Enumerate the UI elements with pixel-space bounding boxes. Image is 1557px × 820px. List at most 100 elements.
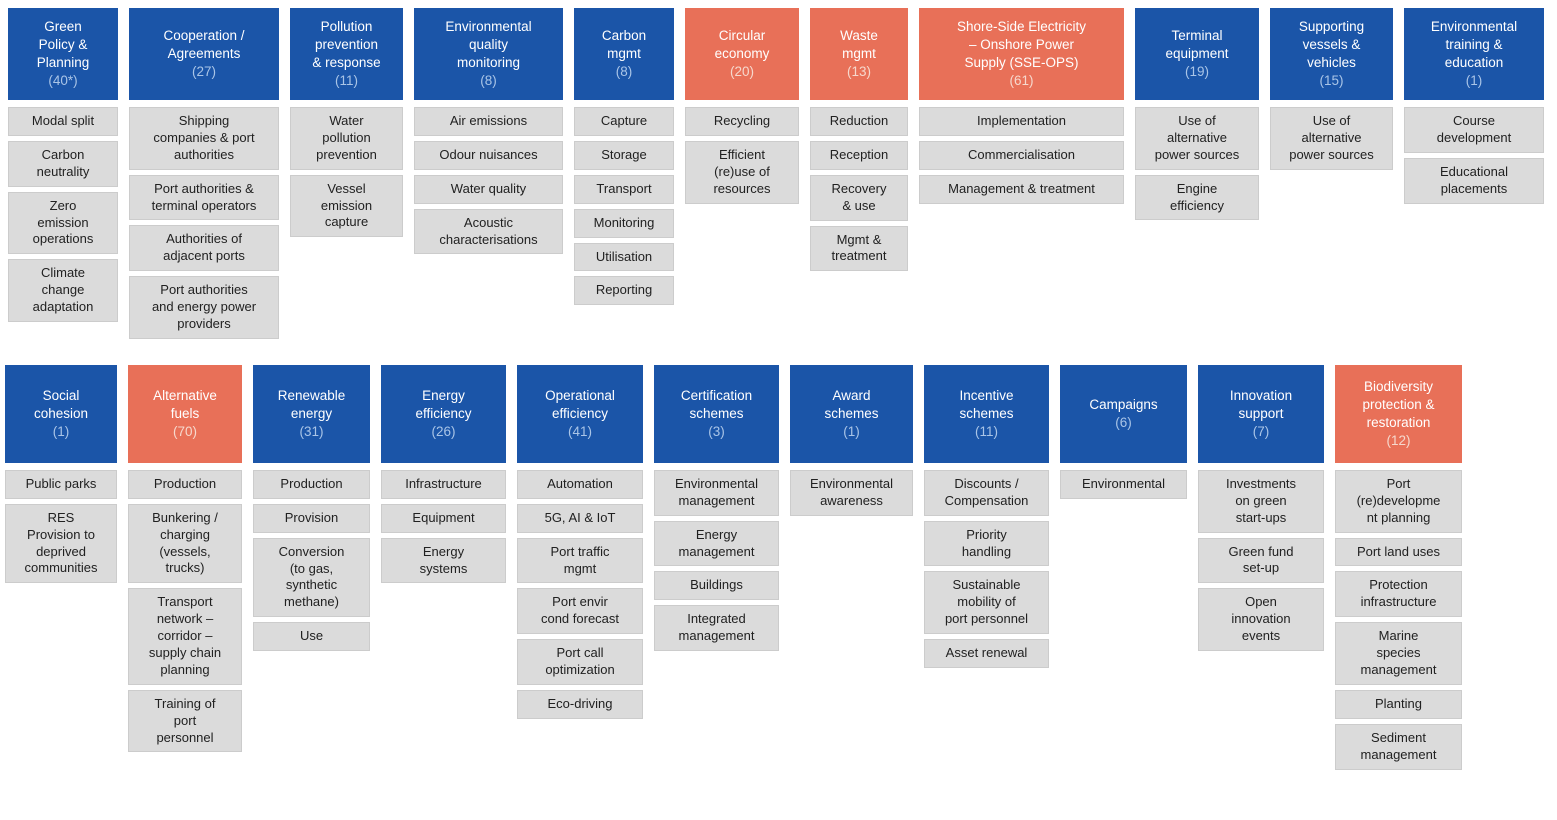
category-count: (13) [846, 63, 871, 79]
measure-item: Energy systems [381, 537, 506, 584]
measure-item: Discounts / Compensation [924, 469, 1049, 516]
measure-item: Environmental [1060, 469, 1187, 499]
category-header: Innovation support (7) [1198, 364, 1324, 463]
measure-item: Environmental awareness [790, 469, 913, 516]
measure-item: Public parks [5, 469, 117, 499]
category-count: (61) [1009, 72, 1034, 88]
measure-item: Port envir cond forecast [517, 588, 643, 635]
category-items: Environmental awareness [790, 469, 913, 516]
measure-item: Marine species management [1335, 622, 1462, 685]
category-count: (8) [480, 72, 497, 88]
category-header: Incentive schemes (11) [924, 364, 1049, 463]
measure-item: Reporting [574, 276, 674, 306]
category-header: Campaigns (6) [1060, 364, 1187, 463]
measure-item: Monitoring [574, 208, 674, 238]
category-count: (11) [974, 423, 998, 439]
category-header: Terminal equipment (19) [1135, 8, 1259, 100]
measure-item: Port authorities and energy power provid… [129, 276, 279, 339]
measure-item: Climate change adaptation [8, 259, 118, 323]
category-column: Biodiversity protection & restoration (1… [1335, 364, 1462, 770]
category-column: Innovation support (7) Investments on gr… [1198, 364, 1324, 652]
category-title: Supporting vessels & vehicles [1298, 19, 1365, 70]
measure-item: Automation [517, 469, 643, 499]
category-title: Environmental training & education [1430, 19, 1518, 70]
category-count: (3) [708, 423, 725, 439]
category-title: Terminal equipment [1165, 28, 1229, 62]
measure-item: Management & treatment [919, 174, 1124, 204]
measure-item: Reception [810, 140, 908, 170]
category-count: (19) [1184, 63, 1209, 79]
measure-item: Reduction [810, 107, 908, 136]
category-title: Certification schemes [680, 388, 753, 421]
measure-item: Protection infrastructure [1335, 571, 1462, 618]
measure-item: Infrastructure [381, 469, 506, 499]
measure-item: Implementation [919, 107, 1124, 136]
measure-item: Port traffic mgmt [517, 537, 643, 584]
category-column: Incentive schemes (11) Discounts / Compe… [924, 364, 1049, 669]
category-column: Terminal equipment (19) Use of alternati… [1135, 8, 1259, 221]
measure-item: Vessel emission capture [290, 174, 403, 238]
measure-item: Production [253, 469, 370, 499]
category-header: Operational efficiency (41) [517, 364, 643, 463]
category-title: Social cohesion [33, 388, 89, 421]
category-title: Alternative fuels [153, 388, 217, 421]
category-title: Innovation support [1229, 388, 1293, 421]
category-header: Environmental training & education (1) [1404, 8, 1544, 100]
category-column: Shore-Side Electricity – Onshore Power S… [919, 8, 1124, 204]
measure-item: Commercialisation [919, 140, 1124, 170]
category-column: Green Policy & Planning (40*) Modal spli… [8, 8, 118, 323]
measure-item: Water pollution prevention [290, 107, 403, 170]
measure-item: Port land uses [1335, 537, 1462, 567]
category-count: (1) [1465, 72, 1483, 88]
measure-item: Sustainable mobility of port personnel [924, 571, 1049, 635]
measure-item: Carbon neutrality [8, 140, 118, 187]
category-title: Incentive schemes [959, 388, 1014, 421]
measure-item: Utilisation [574, 242, 674, 272]
measure-item: Transport network – corridor – supply ch… [128, 588, 242, 685]
measure-item: Environmental management [654, 469, 779, 516]
category-title: Campaigns [1089, 397, 1158, 413]
measure-item: Energy management [654, 520, 779, 567]
category-header: Shore-Side Electricity – Onshore Power S… [919, 8, 1124, 100]
measure-item: Mgmt & treatment [810, 225, 908, 272]
measure-item: Planting [1335, 689, 1462, 719]
measure-item: Port (re)developme nt planning [1335, 469, 1462, 533]
measure-item: Authorities of adjacent ports [129, 225, 279, 272]
measure-item: Port call optimization [517, 639, 643, 686]
category-header: Certification schemes (3) [654, 364, 779, 463]
port-green-measures-diagram: Green Policy & Planning (40*) Modal spli… [0, 8, 1557, 820]
measure-item: Recycling [685, 107, 799, 136]
measure-item: Buildings [654, 571, 779, 601]
category-title: Biodiversity protection & restoration [1362, 379, 1435, 430]
category-count: (70) [172, 423, 197, 439]
measure-item: Provision [253, 503, 370, 533]
category-title: Shore-Side Electricity – Onshore Power S… [956, 19, 1087, 70]
measure-item: Asset renewal [924, 639, 1049, 669]
category-count: (31) [299, 423, 324, 439]
measure-item: Engine efficiency [1135, 174, 1259, 221]
measure-item: Conversion (to gas, synthetic methane) [253, 537, 370, 618]
category-title: Operational efficiency [545, 388, 615, 421]
measure-item: Efficient (re)use of resources [685, 140, 799, 204]
measure-item: Air emissions [414, 107, 563, 136]
category-count: (8) [615, 63, 633, 79]
category-column: Award schemes (1) Environmental awarenes… [790, 364, 913, 516]
category-header: Energy efficiency (26) [381, 364, 506, 463]
category-column: Environmental quality monitoring (8) Air… [414, 8, 563, 255]
